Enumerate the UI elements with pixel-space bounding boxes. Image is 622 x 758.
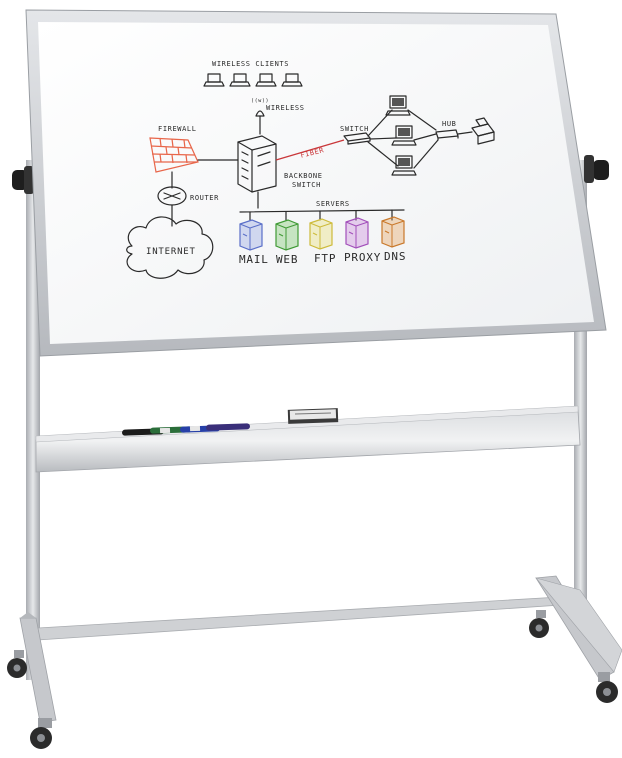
caster-front-left <box>30 718 52 749</box>
server-label-proxy: PROXY <box>344 251 381 264</box>
hub-label: HUB <box>442 120 456 128</box>
wireless-clients-label: WIRELESS CLIENTS <box>212 60 289 68</box>
lower-crossbar <box>38 596 576 640</box>
backbone-label-line2: SWITCH <box>292 181 321 189</box>
marker-tray <box>36 406 580 472</box>
caster-back-left <box>7 650 27 678</box>
backbone-label-line1: BACKBONE <box>284 172 323 180</box>
server-label-web: WEB <box>276 253 298 266</box>
server-proxy-icon <box>346 218 368 248</box>
server-dns-icon <box>382 217 404 247</box>
server-label-ftp: FTP <box>314 252 336 265</box>
caster-front-right <box>596 672 618 703</box>
switch-label: SWITCH <box>340 125 369 133</box>
server-label-mail: MAIL <box>239 253 269 266</box>
server-ftp-icon <box>310 219 332 249</box>
router-label: ROUTER <box>190 194 219 202</box>
wireless-label: WIRELESS <box>266 104 305 112</box>
servers-label: SERVERS <box>316 200 350 208</box>
firewall-label: FIREWALL <box>158 125 197 133</box>
server-label-dns: DNS <box>384 250 406 263</box>
server-mail-icon <box>240 220 262 250</box>
right-pivot-knob <box>593 160 609 180</box>
eraser <box>288 408 338 424</box>
caster-back-right <box>529 610 549 638</box>
server-web-icon <box>276 220 298 250</box>
internet-label: INTERNET <box>146 247 196 257</box>
